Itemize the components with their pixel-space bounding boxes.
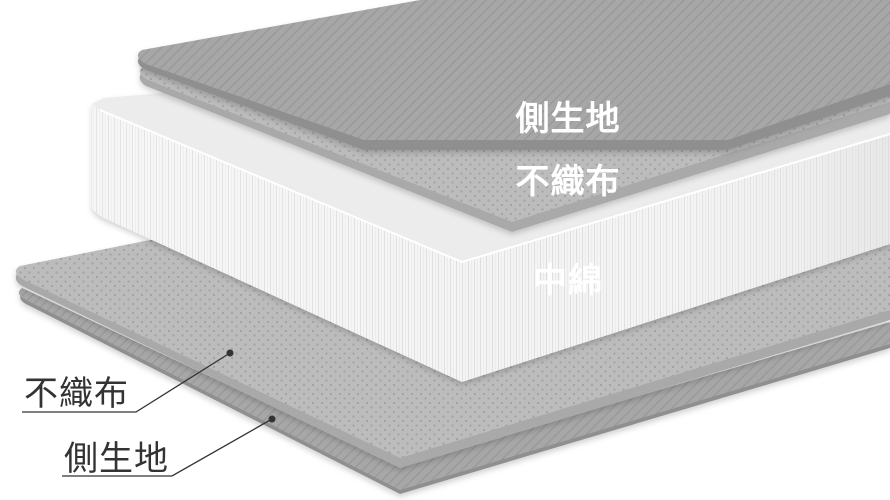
top-nonwoven-label: 不織布	[516, 162, 621, 202]
top-outer-fabric-layer	[137, 0, 890, 150]
nonwoven-callout-line	[22, 352, 231, 413]
top-outer-fabric-label: 側生地	[515, 99, 621, 139]
outer-fabric-callout-label: 側生地	[64, 439, 169, 479]
outer-fabric-callout-line	[62, 418, 273, 477]
bottom-outer-fabric-layer	[18, 288, 890, 494]
outer-fabric-callout: 側生地	[62, 415, 276, 479]
nonwoven-callout: 不織布	[22, 349, 234, 414]
filling-label: 中綿	[533, 261, 603, 301]
nonwoven-callout-label: 不織布	[24, 374, 129, 414]
